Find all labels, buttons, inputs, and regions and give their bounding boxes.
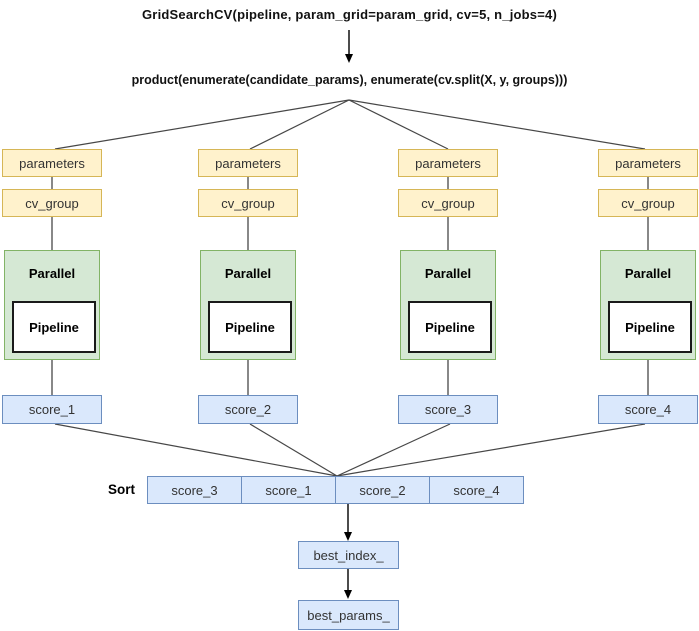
sorted-score-cell-1: score_3 [147, 476, 242, 504]
parameters-box-1: parameters [2, 149, 102, 177]
cv-group-box-2: cv_group [198, 189, 298, 217]
best-index-to-best-params-arrow [344, 569, 352, 599]
parallel-box-4: Parallel Pipeline [600, 250, 696, 360]
column-connectors [51, 177, 649, 395]
gridsearchcv-call-text: GridSearchCV(pipeline, param_grid=param_… [142, 7, 557, 22]
parameters-box-3: parameters [398, 149, 498, 177]
parameters-box-2: parameters [198, 149, 298, 177]
score-box-2: score_2 [198, 395, 298, 424]
parallel-label-1: Parallel [28, 266, 76, 281]
fan-in-lines [54, 423, 646, 477]
sorted-score-cell-3: score_2 [335, 476, 430, 504]
pipeline-box-2: Pipeline [208, 301, 292, 353]
parallel-box-1: Parallel Pipeline [4, 250, 100, 360]
parallel-box-3: Parallel Pipeline [400, 250, 496, 360]
pipeline-box-3: Pipeline [408, 301, 492, 353]
score-box-4: score_4 [598, 395, 698, 424]
sorted-score-cell-4: score_4 [429, 476, 524, 504]
parallel-label-2: Parallel [224, 266, 272, 281]
title-to-product-arrow [345, 30, 353, 63]
score-box-3: score_3 [398, 395, 498, 424]
parallel-box-2: Parallel Pipeline [200, 250, 296, 360]
parameters-box-4: parameters [598, 149, 698, 177]
sorted-score-cell-2: score_1 [241, 476, 336, 504]
pipeline-box-1: Pipeline [12, 301, 96, 353]
parallel-label-3: Parallel [424, 266, 472, 281]
sort-label: Sort [108, 482, 135, 497]
pipeline-box-4: Pipeline [608, 301, 692, 353]
score-box-1: score_1 [2, 395, 102, 424]
best-index-box: best_index_ [298, 541, 399, 569]
cv-group-box-3: cv_group [398, 189, 498, 217]
best-params-box: best_params_ [298, 600, 399, 630]
sort-to-best-index-arrow [344, 504, 352, 541]
sorted-scores-row: score_3 score_1 score_2 score_4 [147, 476, 524, 504]
parallel-label-4: Parallel [624, 266, 672, 281]
cv-group-box-4: cv_group [598, 189, 698, 217]
cv-group-box-1: cv_group [2, 189, 102, 217]
fan-out-lines [54, 99, 646, 150]
product-enumerate-text: product(enumerate(candidate_params), enu… [131, 73, 568, 87]
